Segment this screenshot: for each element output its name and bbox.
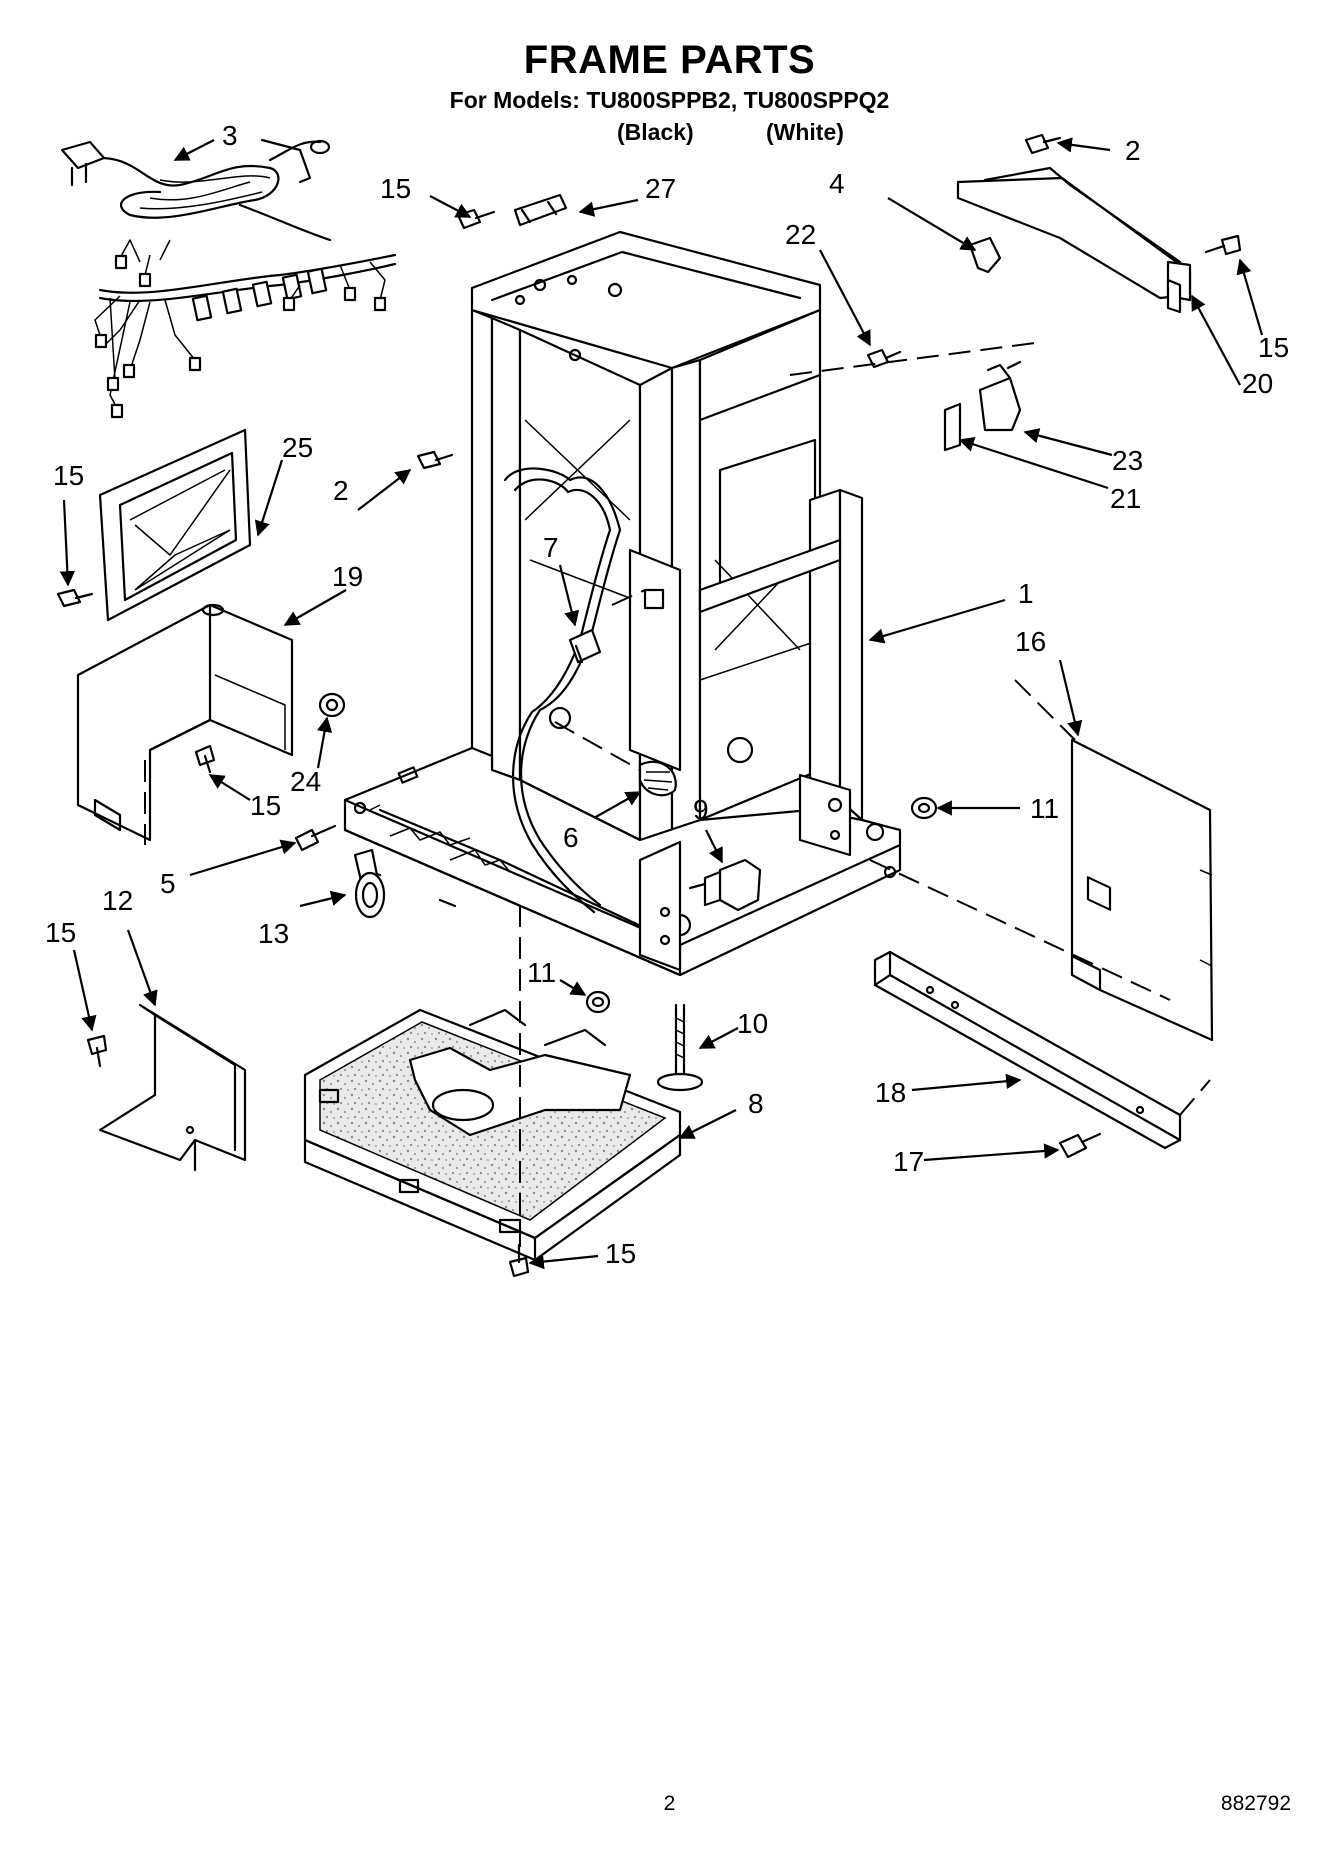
top-bracket-part <box>956 166 1192 314</box>
control-box-part-7 <box>568 628 602 664</box>
callout-23: 23 <box>1112 445 1143 476</box>
callout-15-bottom: 15 <box>605 1238 636 1269</box>
callout-arrows <box>59 137 1264 1270</box>
callout-15-top: 15 <box>380 173 411 204</box>
alignment-lines <box>144 342 1211 1255</box>
variant-white-label: (White) <box>766 119 844 145</box>
callout-17: 17 <box>893 1146 924 1177</box>
screw-part-5 <box>294 824 337 852</box>
valve-part-9 <box>688 858 762 912</box>
callout-7: 7 <box>543 532 559 563</box>
callout-10: 10 <box>737 1008 768 1039</box>
caster-wheel-part-13 <box>353 848 386 919</box>
callout-11-bottom: 11 <box>527 957 556 988</box>
callout-19: 19 <box>332 561 363 592</box>
switch-bracket-part <box>943 360 1022 452</box>
callout-15-mid: 15 <box>250 790 281 821</box>
nut-part-11-bottom <box>585 990 611 1014</box>
callout-9: 9 <box>693 794 709 825</box>
callout-5: 5 <box>160 868 176 899</box>
callout-21: 21 <box>1110 483 1141 514</box>
side-panel-part <box>1070 738 1214 1042</box>
callout-11-right: 11 <box>1030 793 1059 824</box>
callout-27: 27 <box>645 173 676 204</box>
callout-1: 1 <box>1018 578 1034 609</box>
callout-2-left: 2 <box>333 475 349 506</box>
callout-13: 13 <box>258 918 289 949</box>
access-panel-part <box>98 428 252 622</box>
clip-part-4 <box>968 236 1002 274</box>
leveling-leg-part-10 <box>656 1003 704 1092</box>
nut-part-11-right <box>910 796 938 820</box>
models-line: For Models: TU800SPPB2, TU800SPPQ2 <box>449 87 890 113</box>
callout-22: 22 <box>785 219 816 250</box>
callout-18: 18 <box>875 1077 906 1108</box>
main-frame-part <box>343 230 902 977</box>
callout-2-top: 2 <box>1125 135 1141 166</box>
callout-24: 24 <box>290 766 321 797</box>
callout-labels: 3 2 15 27 4 22 15 20 23 21 15 25 2 7 19 … <box>45 120 1289 1269</box>
callout-12: 12 <box>102 885 133 916</box>
page-title: FRAME PARTS <box>523 38 816 82</box>
variant-black-label: (Black) <box>617 119 694 145</box>
callout-16: 16 <box>1015 626 1046 657</box>
page-number: 2 <box>663 1792 676 1815</box>
rear-cover-part <box>76 603 294 842</box>
fitting-part-6 <box>638 760 677 797</box>
screws-group <box>56 133 1242 1278</box>
callout-8: 8 <box>748 1088 764 1119</box>
callout-3: 3 <box>222 120 238 151</box>
callout-6: 6 <box>563 822 579 853</box>
base-tray-part-8 <box>303 1008 682 1262</box>
grommet-part-24 <box>318 692 346 718</box>
callout-15-bottom-left: 15 <box>45 917 76 948</box>
callout-25: 25 <box>282 432 313 463</box>
callout-15-left: 15 <box>53 460 84 491</box>
callout-20: 20 <box>1242 368 1273 399</box>
power-cord-harness-part <box>60 138 397 419</box>
callout-4: 4 <box>829 168 845 199</box>
document-code: 882792 <box>1220 1792 1291 1815</box>
side-cover-part <box>98 1003 247 1172</box>
callout-15-right: 15 <box>1258 332 1289 363</box>
rail-part-18 <box>873 950 1182 1150</box>
